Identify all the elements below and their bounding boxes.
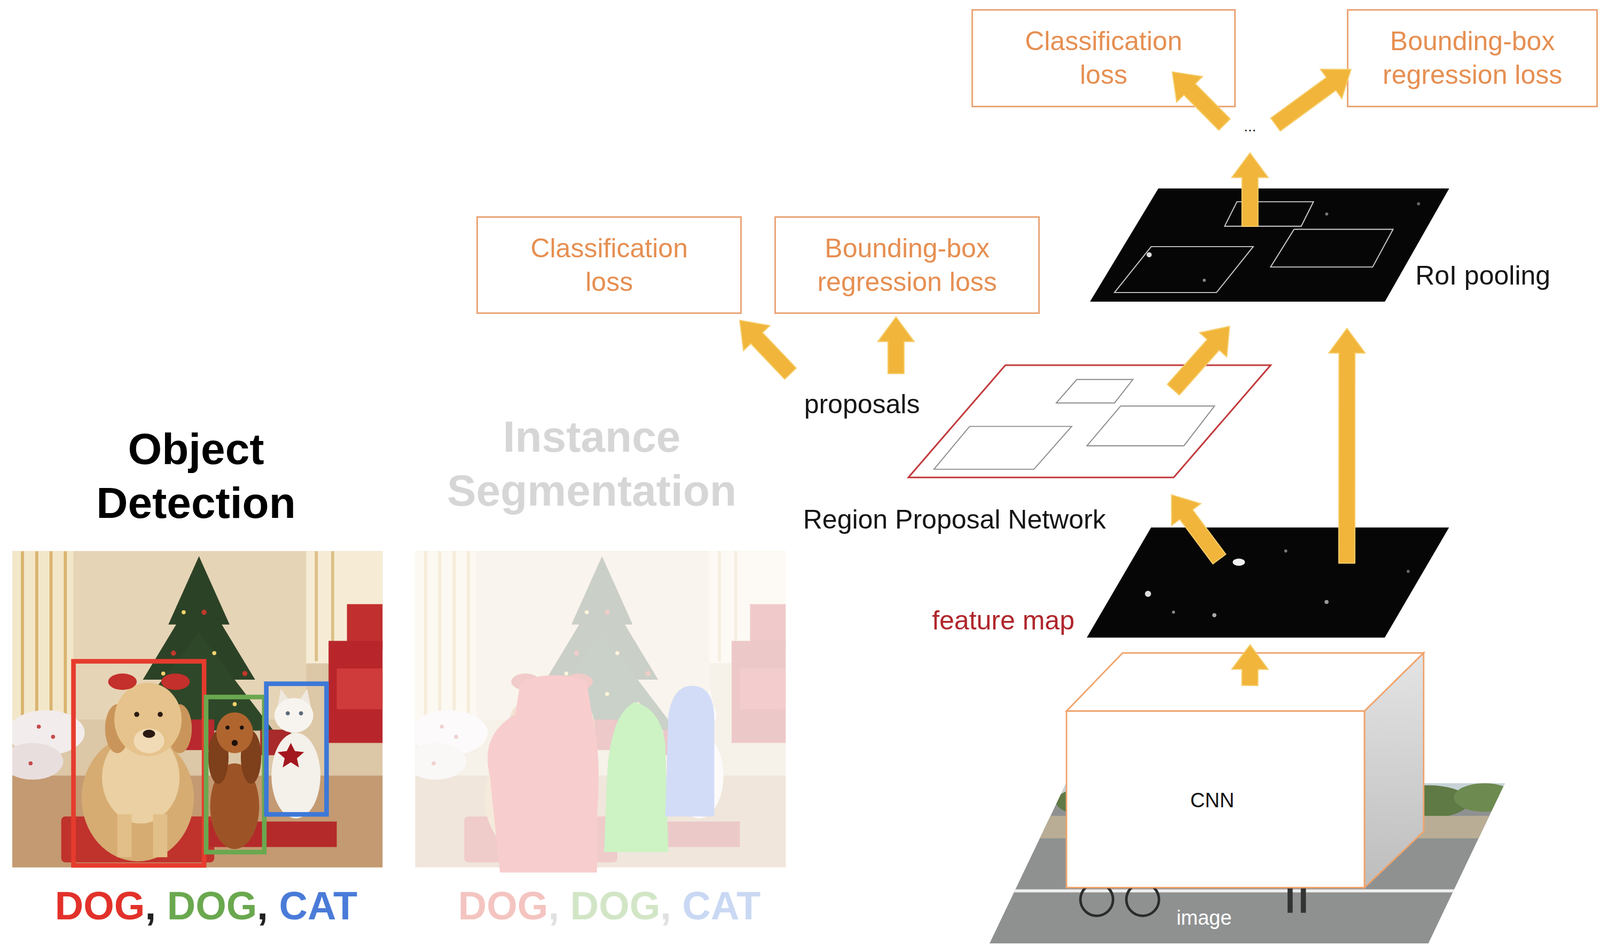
panel-heading: Object Detection (35, 421, 357, 530)
proposal-box (933, 426, 1072, 470)
stage-label: proposals (804, 388, 921, 421)
image-label: image (1176, 906, 1233, 931)
cnn-block: CNN (1066, 653, 1424, 888)
detection-box (73, 661, 205, 866)
road-line (979, 889, 1511, 893)
class-label-row: DOG,DOG,CAT (458, 883, 761, 929)
loss-label: Classification loss (513, 231, 706, 299)
flow-arrow (739, 320, 797, 380)
flow-arrow (1271, 69, 1352, 132)
cnn-top-face (1066, 653, 1424, 712)
feature-speck (1324, 212, 1329, 216)
detection-box (206, 697, 265, 853)
class-label: DOG (167, 883, 258, 929)
stage-label: RoI pooling (1415, 259, 1551, 292)
feature-map-plane: feature map (1086, 527, 1449, 638)
cnn-side-face (1364, 653, 1424, 888)
proposal-box (1056, 379, 1133, 404)
label-holder: Region Proposal Network (803, 503, 1107, 536)
flow-arrow (877, 317, 915, 374)
detection-box (266, 684, 327, 815)
ellipsis-text: ... (1243, 118, 1257, 136)
roi-box (1270, 229, 1393, 268)
heading-holder: Instance Segmentation (431, 409, 752, 518)
feature-speck (1171, 610, 1175, 615)
flow-arrow (1328, 328, 1366, 564)
separator: , (660, 883, 672, 929)
loss-box: Bounding-box regression loss (774, 216, 1040, 315)
flow-arrow (1232, 645, 1269, 686)
loss-box: Classification loss (476, 216, 742, 315)
stage-label: feature map (931, 604, 1075, 637)
feature-speck (1284, 549, 1288, 553)
bicycle-wheel (1126, 883, 1159, 917)
bicycle-wheel (1080, 883, 1113, 917)
feature-speck (1144, 590, 1151, 597)
flow-arrow (1172, 72, 1230, 131)
separator: , (547, 883, 560, 929)
label-holder: image (1176, 906, 1233, 931)
stage-label: Region Proposal Network (803, 503, 1107, 536)
label-holder: proposals (804, 388, 921, 421)
tree (1454, 783, 1516, 812)
roi-box (1114, 246, 1253, 293)
roi-plane (1089, 188, 1450, 302)
flow-arrow (1232, 152, 1269, 227)
separator: , (256, 883, 269, 929)
feature-speck (1406, 569, 1410, 574)
panel-heading: Instance Segmentation (431, 409, 752, 518)
illustration-part (933, 379, 1214, 470)
loss-label: Bounding-box regression loss (1376, 24, 1569, 92)
dogs-cat-photo (12, 551, 383, 868)
feature-speck (1212, 613, 1217, 618)
label-holder: CNN (1190, 788, 1235, 814)
proposal-plane: proposalsRegion Proposal Network (908, 365, 1271, 478)
segment-mask (604, 702, 669, 853)
feature-speck (1202, 279, 1206, 283)
feature-speck (1232, 558, 1245, 566)
feature-speck (1416, 202, 1421, 206)
roi-box (1224, 201, 1314, 227)
fade-overlay (415, 551, 787, 870)
class-label-row: DOG,DOG,CAT (55, 883, 358, 929)
block-label: CNN (1190, 788, 1235, 814)
heading-holder: Object Detection (35, 421, 357, 530)
roi-pooling-plane-outline (1089, 188, 1450, 302)
proposal-box (1086, 405, 1215, 446)
cnn-block-outline (1066, 653, 1424, 888)
class-label: DOG (458, 883, 549, 929)
class-label: DOG (570, 883, 661, 929)
feature-map-plane-outline (1086, 527, 1449, 638)
label-holder: RoI pooling (1415, 259, 1551, 292)
proposal-plane (908, 365, 1271, 478)
segment-mask (665, 685, 715, 817)
loss-label: Bounding-box regression loss (811, 231, 1004, 299)
illustration-part (1114, 201, 1393, 293)
flow-arrow (1167, 326, 1230, 395)
class-label: CAT (279, 883, 358, 929)
loss-box: Classification loss (971, 9, 1236, 107)
segment-mask (487, 675, 599, 873)
feature-speck (1146, 252, 1152, 258)
class-label: CAT (682, 883, 762, 929)
loss-box: Bounding-box regression loss (1346, 9, 1598, 107)
separator: , (144, 883, 156, 929)
loss-label: Classification loss (1007, 24, 1200, 92)
label-holder: feature map (931, 604, 1075, 637)
proposal-plane-outline (908, 365, 1271, 478)
flow-arrow (1171, 495, 1227, 564)
feature-speck (1324, 599, 1329, 605)
class-label: DOG (55, 883, 146, 929)
roi-pooling-plane: RoI pooling (1089, 188, 1450, 302)
cnn-front-face (1066, 711, 1365, 889)
ellipsis-node: ... (1224, 110, 1276, 143)
feature-plane (1086, 527, 1449, 638)
